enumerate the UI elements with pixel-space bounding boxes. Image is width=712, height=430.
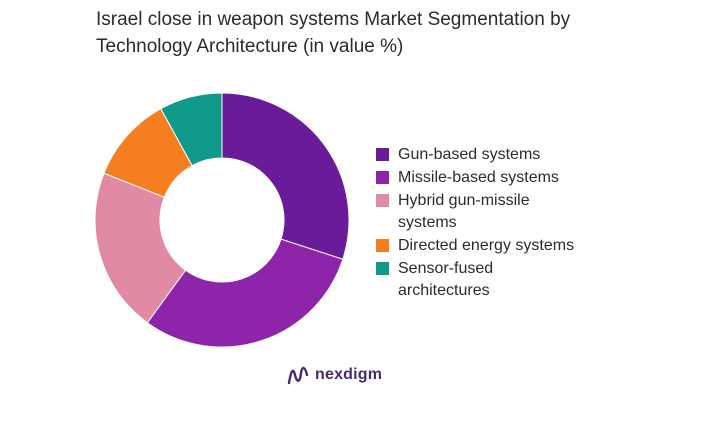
legend-swatch-3: [376, 194, 389, 207]
legend-label-3-line-2: systems: [398, 214, 457, 231]
legend-label-5-line-2: architectures: [398, 282, 490, 299]
chart-title: Israel close in weapon systems Market Se…: [96, 6, 696, 60]
donut-slice-3: [94, 172, 187, 324]
donut-slice-2: [146, 238, 344, 348]
donut-slice-5: [160, 92, 223, 167]
legend-item-5: Sensor-fused architectures: [376, 258, 676, 302]
legend-item-3: Hybrid gun-missile systems: [376, 190, 676, 234]
legend-item-2: Missile-based systems: [376, 167, 676, 189]
legend-label-3-line-1: Hybrid gun-missile: [398, 192, 530, 209]
donut-slice-1: [221, 92, 350, 260]
legend-swatch-1: [376, 148, 389, 161]
chart-title-line-2: Technology Architecture (in value %): [96, 36, 404, 57]
legend-swatch-5: [376, 262, 389, 275]
legend-swatch-2: [376, 171, 389, 184]
legend-label-1-line-1: Gun-based systems: [398, 146, 541, 163]
nexdigm-logo-icon: [287, 366, 309, 385]
legend-item-1: Gun-based systems: [376, 144, 676, 166]
donut-slices: [94, 92, 350, 348]
brand-logo: nexdigm: [286, 360, 382, 390]
brand-name: nexdigm: [315, 366, 383, 383]
legend-item-4: Directed energy systems: [376, 235, 676, 257]
legend-label-4-line-1: Directed energy systems: [398, 237, 575, 254]
chart-title-line-1: Israel close in weapon systems Market Se…: [96, 9, 571, 30]
legend-label-5-line-1: Sensor-fused: [398, 260, 494, 277]
legend-swatch-4: [376, 239, 389, 252]
legend-label-2-line-1: Missile-based systems: [398, 169, 559, 186]
